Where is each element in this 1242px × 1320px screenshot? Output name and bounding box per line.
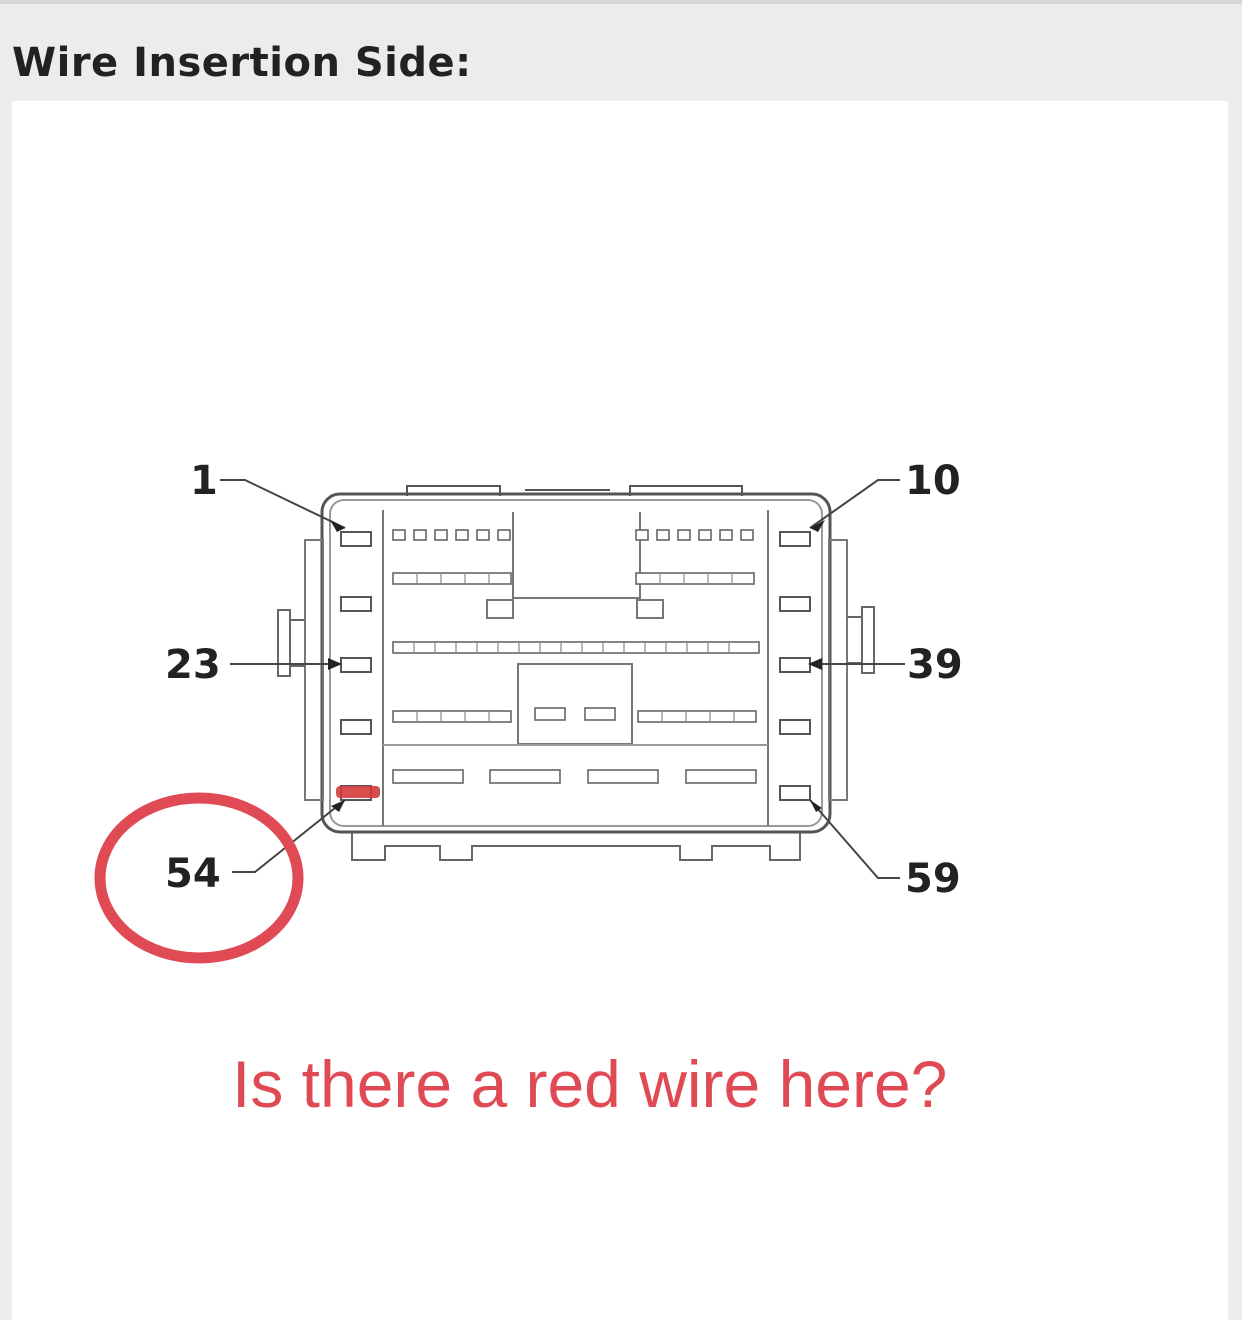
pin-label-1: 1 [190,458,218,504]
bottom-feet [351,832,801,861]
terminal-grid [392,529,760,784]
pin-label-59: 59 [905,856,961,902]
pin-label-39: 39 [907,642,963,688]
terminal [779,596,811,612]
top-divider [0,0,1242,4]
annotation-circle [94,792,304,964]
top-tab-right [629,485,743,496]
diagram-panel [12,101,1228,1320]
terminal [779,719,811,735]
red-wire-mark [336,786,380,798]
top-tab-left [406,485,501,496]
terminal [340,719,372,735]
left-latch [277,609,291,677]
terminal-10 [779,531,811,547]
left-terminal-column [340,531,372,801]
terminal-1 [340,531,372,547]
terminal-23 [340,657,372,673]
right-flange [828,539,848,801]
pin-label-23: 23 [165,642,221,688]
pin-label-54: 54 [165,851,221,897]
pin-label-10: 10 [905,458,961,504]
terminal [340,596,372,612]
terminal-39 [779,657,811,673]
right-latch [861,606,875,674]
terminal-59 [779,785,811,801]
right-terminal-column [779,531,811,801]
left-flange [304,539,324,801]
row-3-ticks [413,642,730,653]
section-title: Wire Insertion Side: [12,40,472,86]
annotation-question: Is there a red wire here? [232,1047,947,1121]
leader-arrowheads [328,520,825,812]
leader-lines [220,479,905,879]
